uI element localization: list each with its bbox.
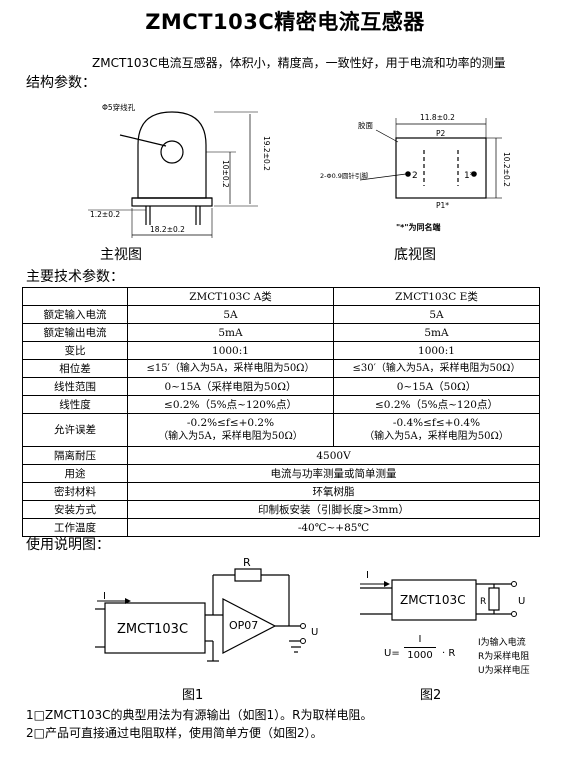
table-row: 安装方式 印制板安装（引脚长度>3mm） — [22, 500, 540, 519]
intro-text: ZMCT103C电流互感器，体积小，精度高，一致性好，用于电流和功率的测量 — [92, 56, 506, 70]
note-1: 1□ZMCT103C的典型用法为有源输出（如图1）。R为取样电阻。 — [26, 708, 373, 722]
bottom-view-drawing: 11.8±0.2 胶面 P2 P1* 2 1* 2-Φ0.9圆针引脚 10.2±… — [320, 113, 511, 232]
table-row: 相位差 ≤15′（输入为5A，采样电阻为50Ω） ≤30′（输入为5A，采样电阻… — [22, 359, 540, 378]
front-view-caption: 主视图 — [100, 247, 142, 263]
front-view-drawing: Φ5穿线孔 18.2±0.2 1.2±0.2 19.2±0.2 10±0.2 — [88, 102, 271, 238]
bottom-dim-height: 10.2±0.2 — [502, 152, 511, 187]
fig2-i-label: I — [366, 570, 369, 581]
table-row: 允许误差 -0.2%≤f≤+0.2% （输入为5A，采样电阻为50Ω） -0.4… — [22, 413, 540, 447]
table-row: 隔离耐压 4500V — [22, 446, 540, 465]
fig2-r-label: R — [480, 597, 486, 607]
front-dim-height-total: 19.2±0.2 — [262, 136, 271, 171]
fig1-ct-label: ZMCT103C — [117, 622, 188, 637]
pin1-label: 1* — [464, 171, 475, 181]
figure1-circuit: I R ZMCT103C OP07 U — [95, 556, 318, 662]
table-header-row: ZMCT103C A类 ZMCT103C E类 — [22, 287, 540, 306]
table-row: 额定输出电流 5mA 5mA — [22, 323, 540, 342]
formula: U= I 1000 · R — [384, 634, 456, 661]
fig1-opamp-label: OP07 — [229, 619, 258, 632]
hole-label: Φ5穿线孔 — [102, 102, 136, 112]
figure2-circuit: I ZMCT103C R U — [360, 570, 525, 621]
usage-heading: 使用说明图： — [26, 537, 110, 553]
top-label: 胶面 — [358, 120, 373, 130]
spec-table: ZMCT103C A类 ZMCT103C E类 额定输入电流 5A 5A 额定输… — [22, 287, 540, 537]
fig1-u-label: U — [311, 627, 318, 638]
table-row: 变比 1000:1 1000:1 — [22, 341, 540, 360]
same-end-note: "*"为同名端 — [396, 222, 441, 232]
front-dim-pin: 1.2±0.2 — [90, 210, 120, 219]
fig2-caption: 图2 — [420, 688, 442, 703]
fig2-legend: I为输入电流 R为采样电阻 U为采样电压 — [478, 638, 530, 676]
bottom-view-caption: 底视图 — [394, 247, 436, 263]
pin-label: 2-Φ0.9圆针引脚 — [320, 171, 368, 180]
fig1-r-label: R — [243, 556, 251, 569]
column-header-e: ZMCT103C E类 — [333, 287, 540, 306]
bottom-dim-width: 11.8±0.2 — [420, 113, 455, 122]
pin2-label: 2 — [412, 171, 418, 181]
fig1-caption: 图1 — [182, 688, 204, 703]
structure-heading: 结构参数： — [26, 75, 96, 91]
column-header-a: ZMCT103C A类 — [127, 287, 334, 306]
fig1-i-label: I — [103, 591, 106, 602]
spec-heading: 主要技术参数： — [26, 269, 124, 285]
page-title: ZMCT103C精密电流互感器 — [145, 10, 425, 34]
table-row: 线性度 ≤0.2%（5%点~120%点） ≤0.2%（5%点~120点） — [22, 395, 540, 414]
table-row: 额定输入电流 5A 5A — [22, 305, 540, 324]
table-row: 工作温度 -40℃~+85℃ — [22, 518, 540, 537]
table-row: 密封材料 环氧树脂 — [22, 482, 540, 501]
note-2: 2□产品可直接通过电阻取样，使用简单方便（如图2）。 — [26, 726, 323, 740]
front-dim-height-lower: 10±0.2 — [221, 160, 230, 188]
table-row: 线性范围 0~15A（采样电阻为50Ω） 0~15A（50Ω） — [22, 377, 540, 396]
p2-label: P2 — [436, 129, 446, 138]
fig2-u-label: U — [518, 596, 525, 607]
table-row: 用途 电流与功率测量或简单测量 — [22, 464, 540, 483]
fig2-ct-label: ZMCT103C — [400, 593, 466, 607]
front-dim-width: 18.2±0.2 — [150, 225, 185, 234]
p1-label: P1* — [436, 201, 449, 210]
